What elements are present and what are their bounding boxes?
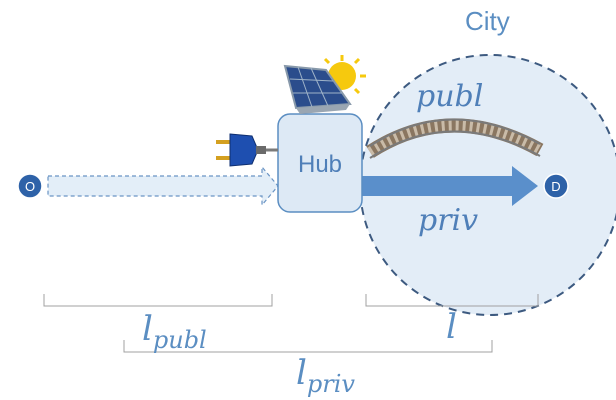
city-label: City bbox=[465, 6, 510, 36]
distance-label-l: l bbox=[446, 307, 457, 347]
power-plug-icon bbox=[216, 133, 278, 167]
bracket-l-priv bbox=[123, 340, 493, 353]
origin-label: O bbox=[25, 179, 35, 194]
public-route-label: publ bbox=[416, 79, 483, 114]
hub-box bbox=[277, 113, 363, 213]
solar-panel-sun-icon bbox=[283, 55, 366, 114]
destination-label: D bbox=[551, 179, 560, 194]
destination-node bbox=[543, 173, 569, 199]
origin-node bbox=[17, 173, 43, 199]
bracket-l-publ bbox=[43, 294, 273, 307]
private-route-arrow bbox=[362, 166, 538, 206]
private-route-label: priv bbox=[418, 203, 478, 238]
distance-label-l-priv: lpriv bbox=[296, 353, 355, 398]
railway-track-icon bbox=[366, 118, 544, 159]
hub-label: Hub bbox=[298, 151, 342, 178]
bracket-l bbox=[365, 294, 539, 307]
origin-to-hub-dashed-arrow bbox=[47, 165, 279, 207]
distance-label-l-publ: lpubl bbox=[142, 309, 207, 354]
